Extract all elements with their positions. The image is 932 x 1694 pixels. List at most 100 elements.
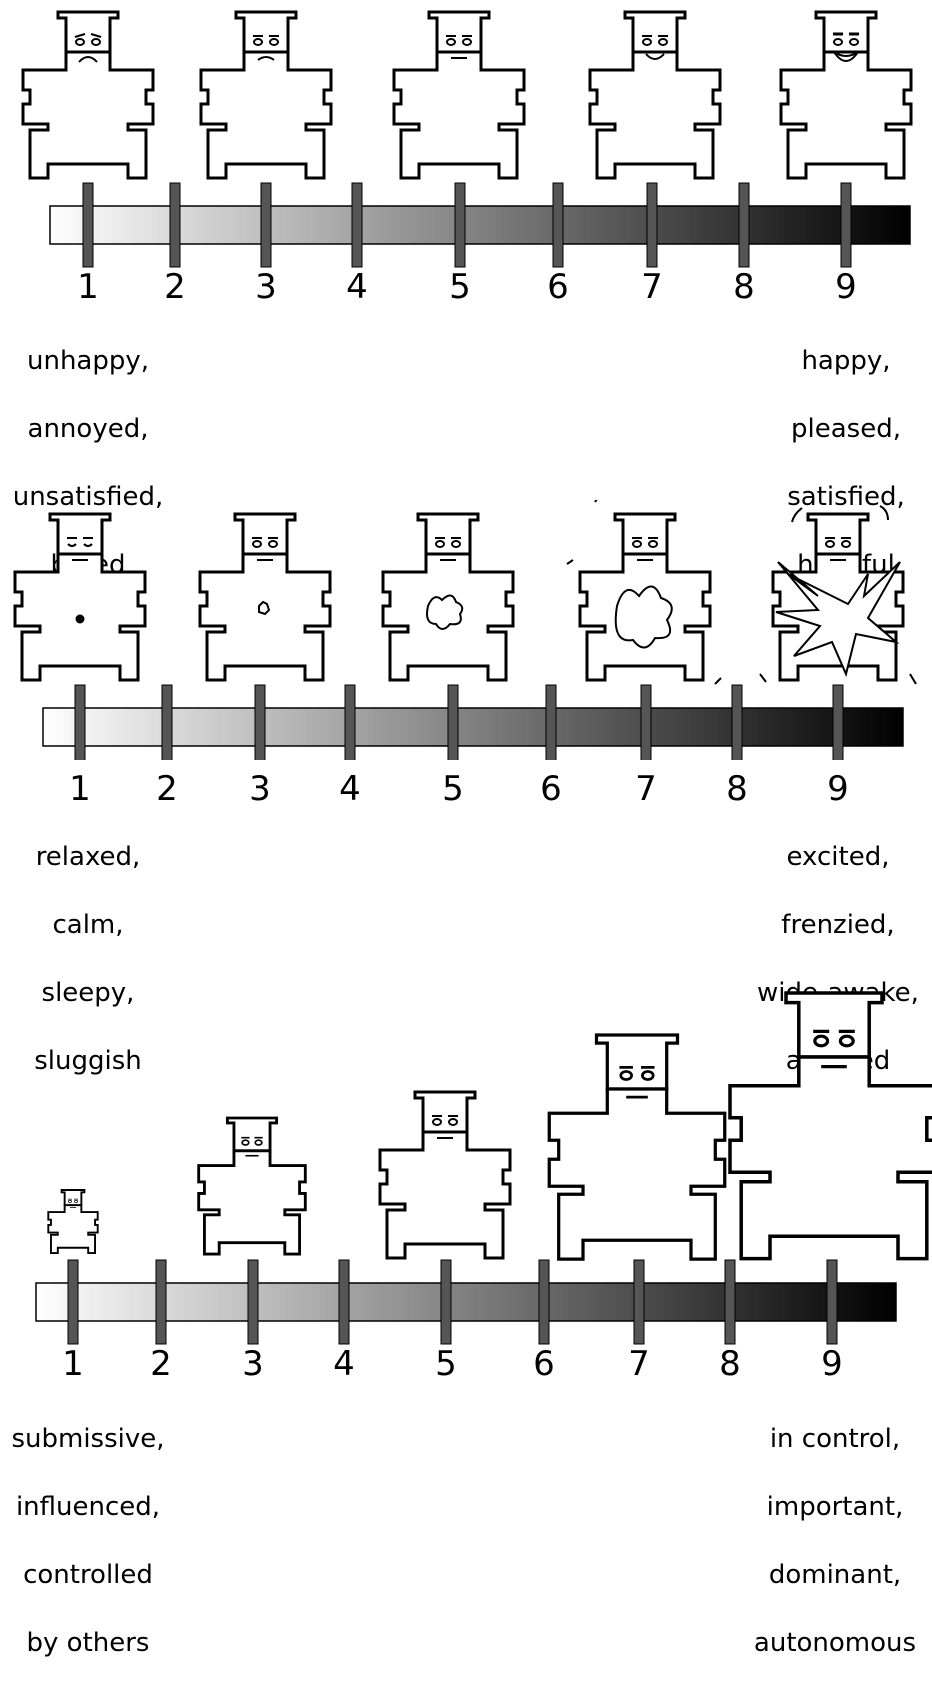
tick-mark[interactable] [440,1259,452,1345]
tick-label-3: 3 [255,267,277,307]
tick-label-5: 5 [442,769,464,809]
dominance-figures [35,991,932,1345]
dominance-gradient-bar [35,1282,897,1322]
tick-mark[interactable] [538,1259,550,1345]
anchor-line: controlled [23,1560,153,1590]
tick-mark[interactable] [646,182,658,268]
arousal-figures [13,500,917,760]
anchor-line: important, [766,1492,904,1522]
arousal-scale: 1 2 3 4 5 6 7 8 9 relaxed, calm, sleepy,… [0,500,932,1076]
tick-mark[interactable] [247,1259,259,1345]
anchor-line: autonomous [753,1628,917,1658]
valence-right-anchor: happy, pleased, satisfied, hopeful [751,310,932,616]
tick-mark[interactable] [552,182,564,268]
tick-label-6: 6 [547,267,569,307]
tick-label-9: 9 [827,769,849,809]
tick-mark[interactable] [351,182,363,268]
arousal-figure-7 [566,500,722,685]
tick-mark[interactable] [545,684,557,760]
tick-mark[interactable] [254,684,266,760]
tick-label-7: 7 [641,267,663,307]
valence-figure-1 [21,10,155,180]
dominance-ticks [67,1259,838,1345]
tick-mark[interactable] [82,182,94,268]
tick-label-9: 9 [821,1344,843,1384]
valence-figure-3 [199,10,333,180]
tick-label-2: 2 [156,769,178,809]
valence-figures [21,10,913,268]
anchor-line: submissive, [11,1424,165,1454]
dominance-figure-1 [47,1189,99,1255]
arousal-figure-3 [198,512,332,682]
anchor-line: unhappy, [26,346,150,376]
dominance-scale: 1 2 3 4 5 6 7 8 9 submissive, influenced… [0,985,932,1658]
dominance-left-anchor: submissive, influenced, controlled by ot… [0,1388,183,1694]
tick-mark[interactable] [832,684,844,760]
tick-label-4: 4 [346,267,368,307]
tick-label-6: 6 [533,1344,555,1384]
anchor-line: unsatisfied, [12,482,164,512]
tick-label-4: 4 [339,769,361,809]
arousal-gradient-bar [42,707,904,747]
arousal-figure-1 [13,512,147,682]
tick-mark[interactable] [161,684,173,760]
tick-mark[interactable] [338,1259,350,1345]
tick-label-2: 2 [164,267,186,307]
tick-label-8: 8 [719,1344,741,1384]
tick-label-8: 8 [726,769,748,809]
anchor-line: happy, [801,346,891,376]
valence-figure-7 [588,10,722,180]
anchor-line: satisfied, [787,482,905,512]
anchor-line: in control, [769,1424,901,1454]
tick-label-3: 3 [242,1344,264,1384]
tick-label-6: 6 [540,769,562,809]
valence-figure-5 [392,10,526,180]
tick-label-8: 8 [733,267,755,307]
tick-mark[interactable] [640,684,652,760]
tick-label-3: 3 [249,769,271,809]
arousal-figure-9 [759,505,917,685]
dominance-figure-9 [728,991,932,1261]
tick-mark[interactable] [633,1259,645,1345]
arousal-figure-5 [381,512,515,682]
tick-label-5: 5 [449,267,471,307]
anchor-line: influenced, [15,1492,161,1522]
anchor-line: by others [26,1628,150,1658]
anchor-line: dominant, [768,1560,902,1590]
tick-mark[interactable] [74,684,86,760]
tick-mark[interactable] [826,1259,838,1345]
dominance-right-anchor: in control, important, dominant, autonom… [740,1388,930,1694]
anchor-line: sluggish [34,1046,142,1076]
tick-mark[interactable] [447,684,459,760]
tick-mark[interactable] [731,684,743,760]
arousal-left-anchor: relaxed, calm, sleepy, sluggish [0,806,183,1112]
anchor-line: sleepy, [41,978,135,1008]
tick-label-7: 7 [635,769,657,809]
dominance-figure-5 [378,1090,512,1260]
valence-gradient-bar [49,205,911,245]
valence-figure-9 [779,10,913,180]
valence-scale: 1 2 3 4 5 6 7 8 9 unhappy, annoyed, unsa… [0,0,932,580]
tick-mark[interactable] [454,182,466,268]
anchor-line: frenzied, [781,910,895,940]
anchor-line: annoyed, [27,414,149,444]
tick-mark[interactable] [67,1259,79,1345]
tick-label-2: 2 [150,1344,172,1384]
tick-label-4: 4 [333,1344,355,1384]
tick-mark[interactable] [260,182,272,268]
dominance-figure-7 [547,1033,727,1261]
tick-mark[interactable] [738,182,750,268]
tick-label-7: 7 [628,1344,650,1384]
tick-mark[interactable] [155,1259,167,1345]
tick-mark[interactable] [840,182,852,268]
tick-mark[interactable] [169,182,181,268]
anchor-line: calm, [52,910,124,940]
anchor-line: excited, [786,842,890,872]
tick-mark[interactable] [344,684,356,760]
tick-label-1: 1 [62,1344,84,1384]
tick-label-1: 1 [77,267,99,307]
anchor-line: relaxed, [35,842,141,872]
tick-mark[interactable] [724,1259,736,1345]
anchor-line: pleased, [791,414,901,444]
valence-ticks [82,182,852,268]
